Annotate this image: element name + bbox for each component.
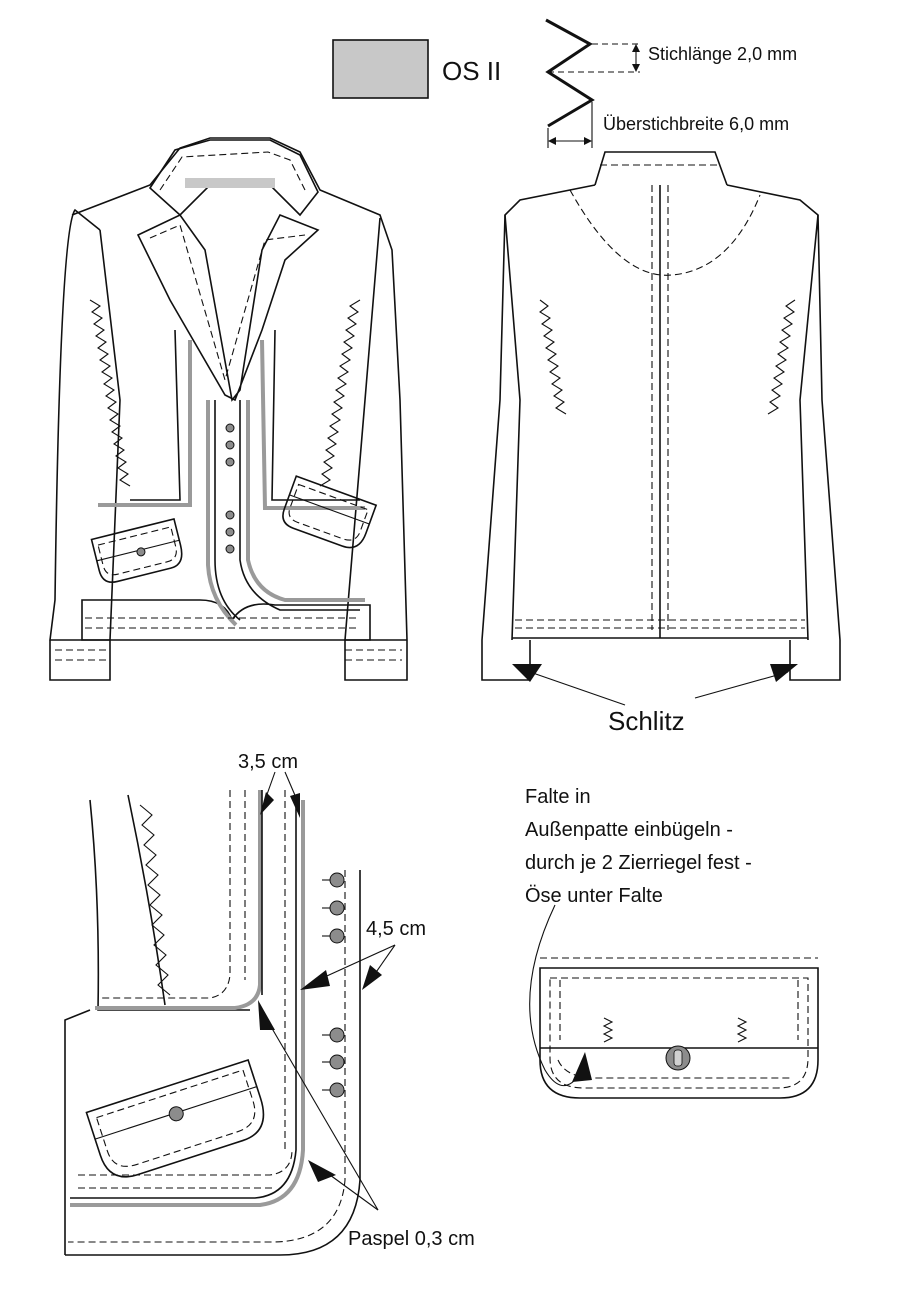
jacket-back-view: Schlitz [481,151,841,736]
slit-label: Schlitz [608,706,685,736]
measure-top-label: 3,5 cm [238,751,298,773]
front-button-group [225,423,235,554]
instruction-line-2: Außenpatte einbügeln - [525,819,733,841]
os-ii-label: OS II [442,56,501,86]
front-pocket-left [90,517,183,583]
bartack-right-icon [736,1017,748,1043]
measure-side-label: 4,5 cm [366,918,426,940]
os-ii-swatch [332,39,429,99]
front-detail-view: 3,5 cm 4,5 cm Paspel 0,3 cm [64,751,475,1256]
detail-button-group [322,872,345,1098]
pocket-detail-view: Falte in Außenpatte einbügeln - durch je… [525,786,819,1099]
stitch-length-label: Stichlänge 2,0 mm [648,44,797,64]
instruction-line-1: Falte in [525,786,591,808]
bartack-left-icon [602,1017,614,1043]
jacket-front-view [49,137,408,681]
instruction-line-4: Öse unter Falte [525,885,663,907]
legend: OS II Stichlänge 2,0 mm Überstichbreite … [332,18,797,148]
detail-pocket-flap [85,1058,265,1178]
piping-label: Paspel 0,3 cm [348,1228,475,1250]
slit-left-marker [512,664,542,682]
overstitch-width-label: Überstichbreite 6,0 mm [603,114,789,134]
instruction-line-3: durch je 2 Zierriegel fest - [525,852,752,874]
zigzag-stitch-icon [545,18,595,128]
front-pocket-right [282,475,378,549]
